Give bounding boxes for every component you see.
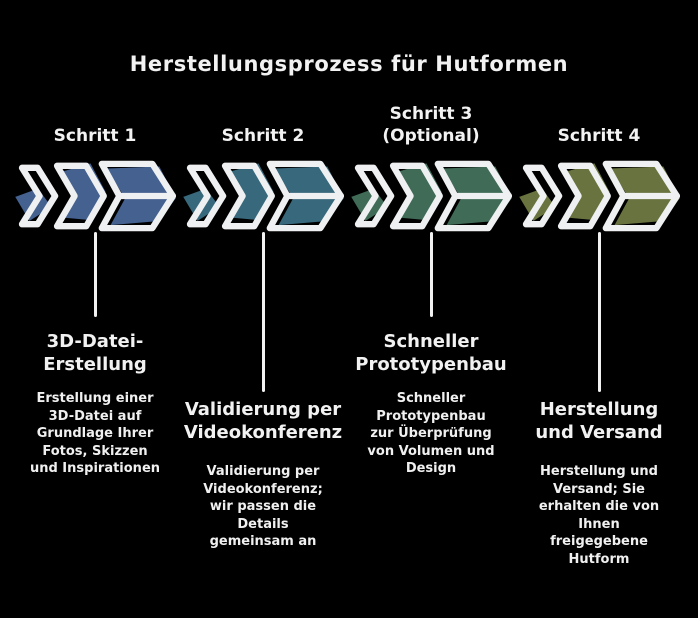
connector-line	[597, 232, 601, 392]
step-description: Erstellung einer 3D-Datei auf Grundlage …	[13, 390, 177, 478]
triple-chevron-right-icon	[351, 160, 512, 232]
step-description: Schneller Prototypenbau zur Überprüfung …	[349, 390, 513, 478]
page-title: Herstellungsprozess für Hutformen	[129, 52, 569, 76]
triple-chevron-right-icon	[15, 160, 176, 232]
step-heading: 3D-Datei-Erstellung	[43, 331, 147, 376]
step-label: Schritt 1	[13, 100, 177, 148]
connector-line	[261, 232, 265, 392]
step-description-text: Erstellung einer 3D-Datei auf Grundlage …	[29, 391, 161, 477]
step-heading: Validierung per Videokonferenz	[183, 399, 343, 444]
step-column-1: Schritt 1 3D-Datei-Erstellung Erstellung…	[13, 0, 177, 618]
connector-line	[93, 232, 97, 317]
step-label-text: Schritt 3	[389, 103, 473, 124]
step-heading: Schneller Prototypenbau	[355, 331, 507, 376]
step-description-text: Validierung per Videokonferenz; wir pass…	[203, 464, 323, 550]
step-label-text: Schritt 1	[53, 126, 137, 147]
step-label-text: Schritt 2	[221, 126, 305, 147]
step-label-text: Schritt 4	[557, 126, 641, 147]
step-column-3: Schritt 3 (Optional) Schneller Prototype…	[349, 0, 513, 618]
triple-chevron-right-icon	[183, 160, 344, 232]
step-heading: Herstellung und Versand	[535, 399, 663, 444]
connector-line	[429, 232, 433, 317]
step-label: Schritt 4	[517, 100, 681, 148]
step-description-text: Herstellung und Versand; Sie erhalten di…	[538, 464, 660, 567]
step-description: Herstellung und Versand; Sie erhalten di…	[517, 463, 681, 568]
step-label: Schritt 2	[181, 100, 345, 148]
step-description: Validierung per Videokonferenz; wir pass…	[181, 463, 345, 551]
step-label: Schritt 3 (Optional)	[349, 100, 513, 148]
step-description-text: Schneller Prototypenbau zur Überprüfung …	[367, 391, 495, 477]
step-column-2: Schritt 2 Validierung per Videokonferenz…	[181, 0, 345, 618]
step-sublabel-text: (Optional)	[382, 126, 480, 147]
triple-chevron-right-icon	[519, 160, 680, 232]
step-column-4: Schritt 4 Herstellung und Versand Herste…	[517, 0, 681, 618]
